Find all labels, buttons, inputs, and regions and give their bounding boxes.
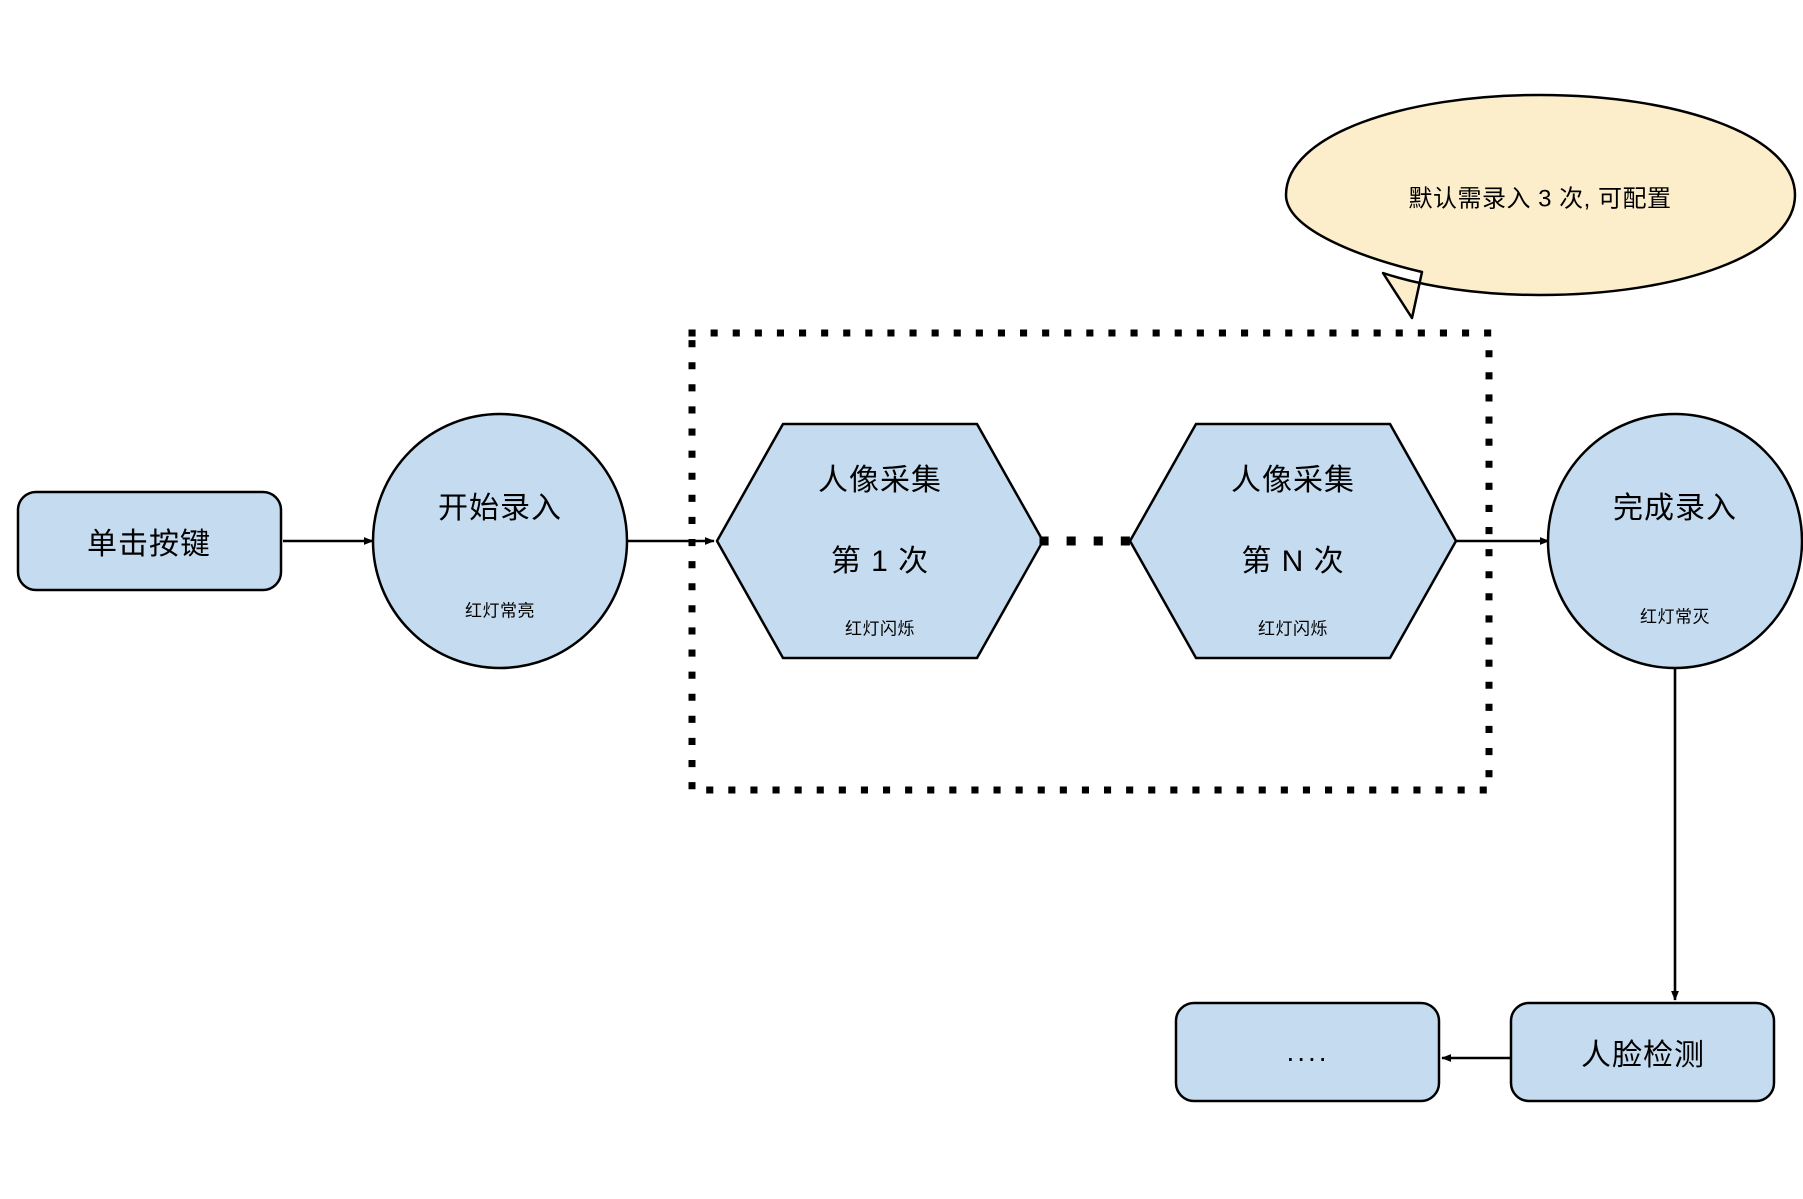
node-capture-first-shape[interactable] — [715, 422, 1045, 660]
node-capture-nth-shape[interactable] — [1128, 422, 1458, 660]
node-more-shape[interactable] — [1174, 1001, 1441, 1103]
node-finish-enroll-shape[interactable] — [1546, 412, 1803, 670]
callout-bubble-shape[interactable] — [1284, 93, 1797, 320]
node-start-enroll-shape[interactable] — [371, 412, 629, 670]
capture-loop-group-boundary — [688, 329, 1493, 794]
node-face-detect-shape[interactable] — [1509, 1001, 1776, 1103]
node-click-key-shape[interactable] — [16, 490, 283, 592]
